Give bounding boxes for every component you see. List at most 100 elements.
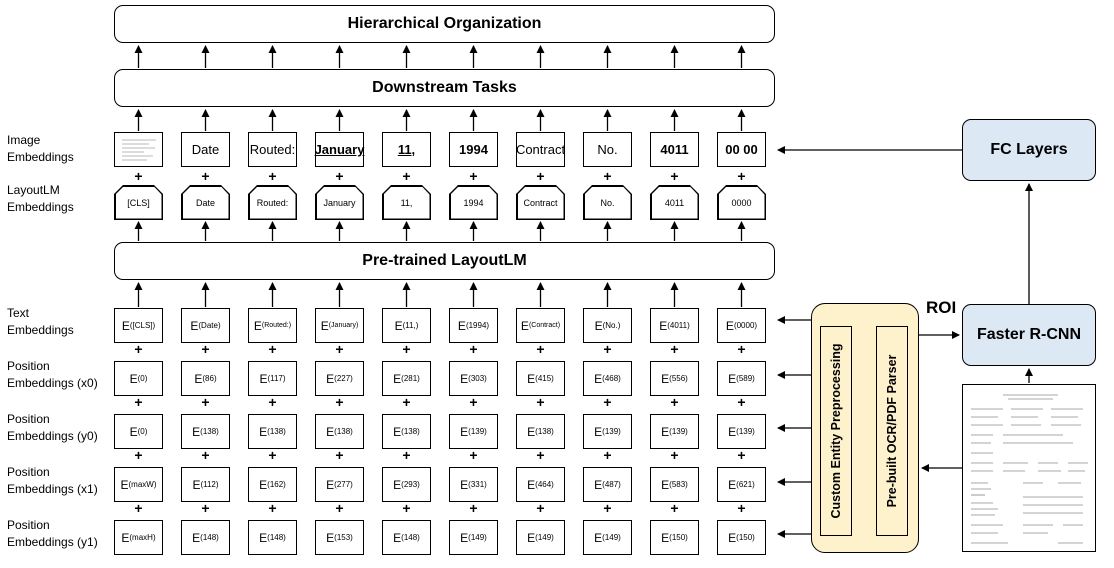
embedding-subscript: (556) [669,374,688,383]
x1-embedding-cell: E(maxW) [114,467,163,502]
layoutlm-embeddings-label: LayoutLM Embeddings [7,182,74,216]
y1-embedding-cell: E(150) [717,520,766,555]
row-label-line: Embeddings (x0) [7,376,98,390]
embedding-subscript: (487) [602,480,621,489]
embedding-subscript: (138) [334,427,353,436]
position-x1-label: Position Embeddings (x1) [7,464,98,498]
y0-embedding-cell: E(139) [583,414,632,449]
embedding-symbol: E [326,371,335,386]
embedding-subscript: ([CLS]) [129,321,156,330]
embedding-symbol: E [594,530,603,545]
plus-sign: + [335,341,344,357]
document-image [962,384,1096,552]
embedding-subscript: (162) [267,480,286,489]
embedding-symbol: E [527,477,536,492]
faster-rcnn-label: Faster R-CNN [976,326,1081,343]
image-token-cell: January [315,132,364,167]
plus-sign: + [737,447,746,463]
embedding-symbol: E [259,424,268,439]
plus-sign: + [201,168,210,184]
text-embedding-cell: E(No.) [583,308,632,343]
custom-entity-box: Custom Entity Preprocessing [820,326,852,536]
embedding-subscript: (148) [267,533,286,542]
embedding-symbol: E [728,530,737,545]
x0-embedding-cell: E(589) [717,361,766,396]
embedding-subscript: (1994) [465,321,490,330]
embedding-symbol: E [594,371,603,386]
x1-embedding-cell: E(487) [583,467,632,502]
embedding-subscript: (281) [401,374,420,383]
embedding-symbol: E [253,318,262,333]
x1-embedding-cell: E(162) [248,467,297,502]
image-token-text: 00 00 [725,142,758,157]
image-token-text: No. [597,142,618,157]
text-embedding-cell: E(4011) [650,308,699,343]
embedding-symbol: E [192,530,201,545]
embedding-subscript: (139) [736,427,755,436]
x1-embedding-cell: E(464) [516,467,565,502]
y0-embedding-cell: E(139) [650,414,699,449]
layoutlm-token-text: Routed: [249,186,296,219]
embedding-symbol: E [659,318,668,333]
embedding-symbol: E [259,477,268,492]
layoutlm-token-text: No. [584,186,631,219]
embedding-symbol: E [460,477,469,492]
embedding-subscript: (621) [736,480,755,489]
ocr-parser-label: Pre-built OCR/PDF Parser [885,354,899,508]
x1-embedding-cell: E(293) [382,467,431,502]
embedding-subscript: (0000) [733,321,758,330]
embedding-symbol: E [661,530,670,545]
embedding-subscript: (maxW) [128,480,157,489]
embedding-symbol: E [520,318,529,333]
embedding-subscript: (293) [401,480,420,489]
text-embedding-cell: E(January) [315,308,364,343]
image-token-text: Routed: [249,142,296,157]
plus-sign: + [469,500,478,516]
y1-embedding-cell: E(148) [248,520,297,555]
layoutlm-token-text: 4011 [651,186,698,219]
row-label-line: Embeddings (y0) [7,429,98,443]
plus-sign: + [201,500,210,516]
embedding-subscript: (583) [669,480,688,489]
plus-sign: + [335,394,344,410]
embedding-subscript: (139) [669,427,688,436]
embedding-symbol: E [728,477,737,492]
embedding-subscript: (No.) [602,321,621,330]
plus-sign: + [670,394,679,410]
layoutlm-token-cell: Date [181,185,230,220]
embedding-symbol: E [393,477,402,492]
embedding-subscript: (148) [401,533,420,542]
y0-embedding-cell: E(138) [315,414,364,449]
plus-sign: + [536,341,545,357]
plus-sign: + [335,168,344,184]
plus-sign: + [201,447,210,463]
plus-sign: + [737,500,746,516]
embedding-subscript: (149) [535,533,554,542]
plus-sign: + [402,500,411,516]
image-token-cell: Date [181,132,230,167]
layoutlm-token-cell: 4011 [650,185,699,220]
x0-embedding-cell: E(303) [449,361,498,396]
x1-embedding-cell: E(112) [181,467,230,502]
layoutlm-token-text: 11, [383,186,430,219]
embedding-symbol: E [190,318,199,333]
faster-rcnn-box: Faster R-CNN [962,304,1096,366]
text-embedding-cell: E(0000) [717,308,766,343]
plus-sign: + [268,500,277,516]
downstream-tasks-box: Downstream Tasks [114,69,775,107]
embedding-subscript: (149) [602,533,621,542]
plus-sign: + [134,168,143,184]
y0-embedding-cell: E(138) [181,414,230,449]
plus-sign: + [670,447,679,463]
embedding-subscript: (138) [401,427,420,436]
embedding-symbol: E [527,530,536,545]
plus-sign: + [134,341,143,357]
embedding-symbol: E [527,371,536,386]
embedding-symbol: E [527,424,536,439]
layoutlm-token-text: [CLS] [115,186,162,219]
embedding-symbol: E [594,318,603,333]
plus-sign: + [670,500,679,516]
plus-sign: + [335,500,344,516]
text-embedding-cell: E(Contract) [516,308,565,343]
plus-sign: + [201,394,210,410]
